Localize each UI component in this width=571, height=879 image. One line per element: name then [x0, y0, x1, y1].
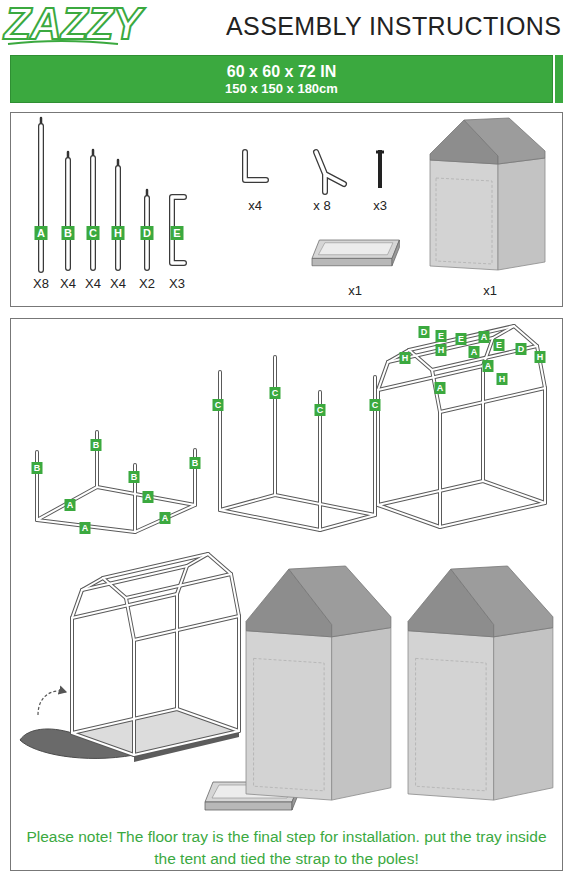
part-callout: A — [160, 512, 171, 524]
step1-frame — [37, 432, 195, 532]
brand-logo: ZAZZY — [4, 0, 141, 48]
part-callout: C — [213, 399, 224, 411]
steps-panel — [11, 319, 563, 871]
part-callout: B — [190, 457, 201, 469]
part-callout: A — [65, 499, 76, 511]
part-letter: D — [141, 226, 154, 240]
band-strip — [555, 55, 563, 103]
part-callout: D — [419, 326, 430, 338]
quantity: X4 — [110, 276, 126, 291]
step1-frame — [37, 432, 195, 532]
step4-frame — [72, 554, 239, 755]
strap — [378, 150, 382, 188]
part-callout: A — [143, 491, 154, 503]
step2-frame — [220, 357, 375, 530]
part-callout: C — [370, 399, 381, 411]
part-callout: A — [469, 346, 480, 358]
part-callout: A — [483, 360, 494, 372]
part-callout: A — [80, 522, 91, 534]
step3-frame — [378, 326, 545, 527]
step1-frame — [37, 432, 195, 532]
step4-frame — [72, 554, 239, 755]
parts-poles — [41, 126, 344, 270]
quantity: x1 — [348, 283, 362, 298]
part-letter: B — [62, 226, 75, 240]
size-band: 60 x 60 x 72 IN150 x 150 x 180cm — [10, 55, 553, 103]
step2-frame — [220, 357, 375, 530]
step2-frame — [220, 357, 375, 530]
quantity: x4 — [248, 198, 262, 213]
install-note: Please note! The floor tray is the final… — [14, 826, 559, 870]
tent — [246, 566, 391, 800]
part-callout: B — [32, 462, 43, 474]
size-text: 150 x 150 x 180cm — [225, 81, 338, 97]
parts-poles — [41, 126, 344, 270]
page-title: ASSEMBLY INSTRUCTIONS — [226, 12, 561, 41]
step4-floor — [38, 691, 66, 715]
floor-tray — [312, 240, 399, 266]
part-callout: A — [479, 331, 490, 343]
part-letter: E — [171, 226, 184, 240]
parts-panel — [11, 113, 563, 307]
part-callout: E — [494, 339, 505, 351]
part-letter: C — [87, 226, 100, 240]
quantity: X3 — [169, 276, 185, 291]
size-text: 60 x 60 x 72 IN — [227, 62, 336, 81]
quantity: X4 — [85, 276, 101, 291]
quantity: x3 — [373, 198, 387, 213]
part-callout: A — [435, 382, 446, 394]
quantity: X8 — [33, 276, 49, 291]
part-callout: H — [535, 351, 546, 363]
quantity: X4 — [60, 276, 76, 291]
step3-frame — [378, 326, 545, 527]
part-callout: C — [315, 404, 326, 416]
quantity: x 8 — [313, 198, 330, 213]
tent — [430, 118, 545, 270]
part-callout: C — [270, 387, 281, 399]
part-callout: D — [516, 343, 527, 355]
step4-frame — [72, 554, 239, 755]
quantity: x1 — [483, 283, 497, 298]
part-letter: A — [35, 226, 48, 240]
part-callout: H — [436, 344, 447, 356]
part-callout: B — [129, 471, 140, 483]
tent — [408, 566, 553, 800]
part-callout: H — [497, 373, 508, 385]
part-callout: B — [91, 439, 102, 451]
part-letter: H — [112, 226, 125, 240]
step3-frame — [378, 326, 545, 527]
part-callout: E — [436, 330, 447, 342]
part-callout: E — [456, 333, 467, 345]
quantity: X2 — [139, 276, 155, 291]
part-callout: H — [400, 352, 411, 364]
